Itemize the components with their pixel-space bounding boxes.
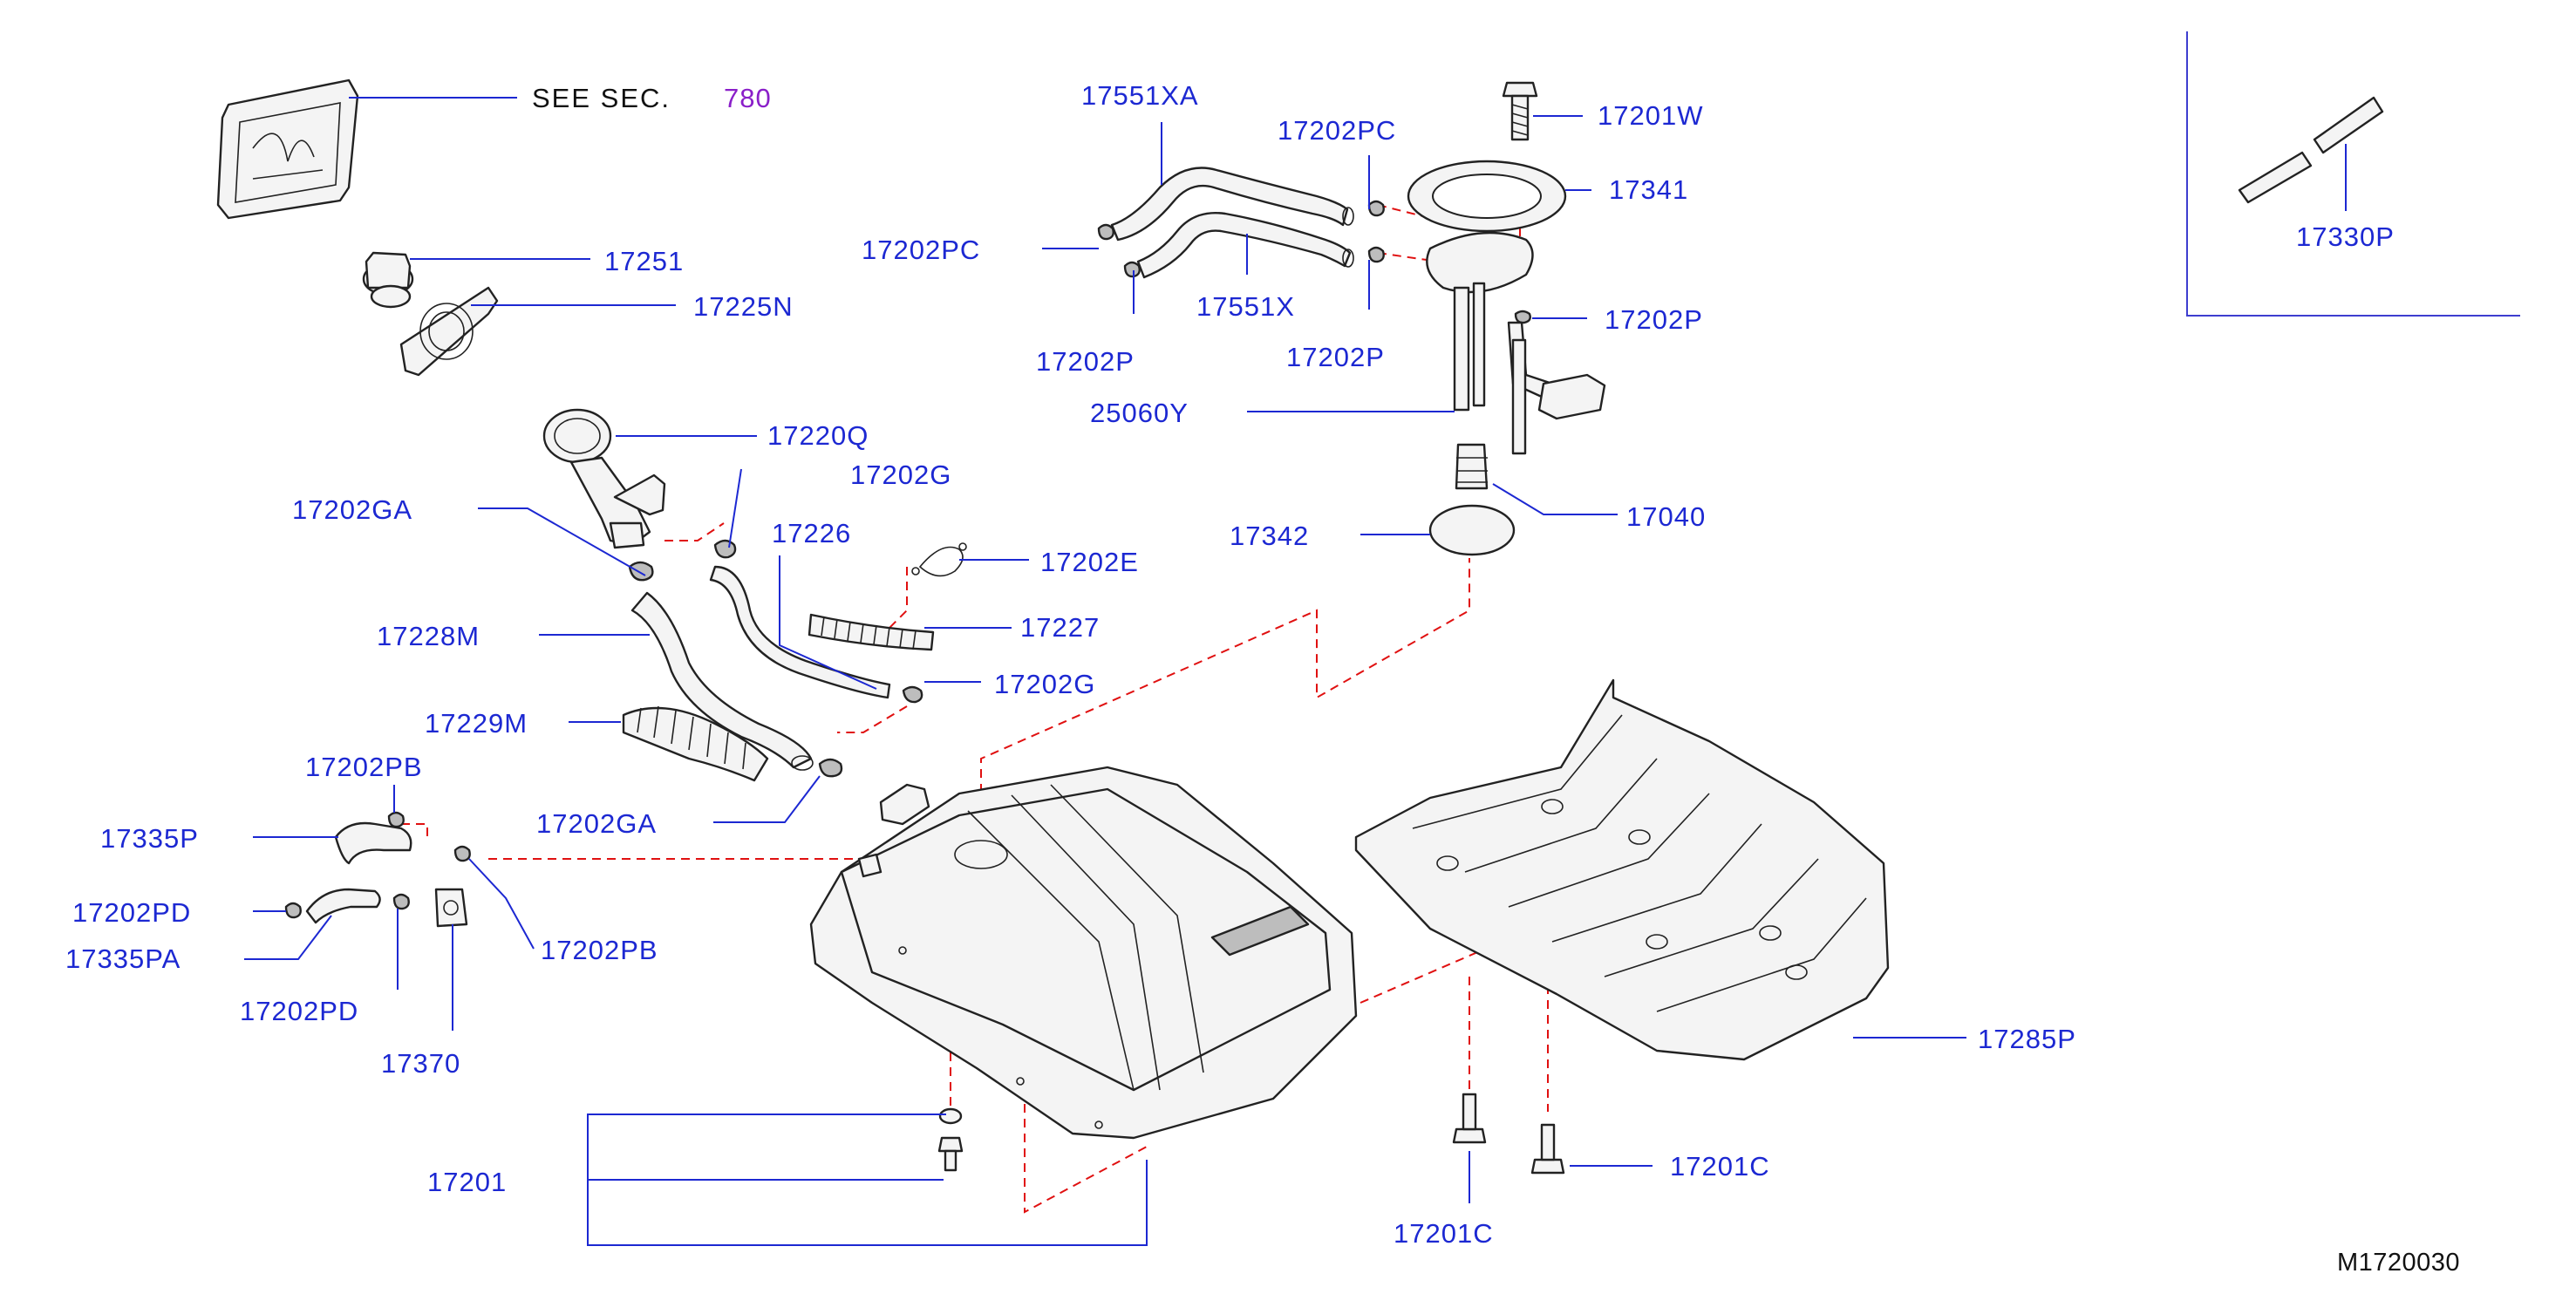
label-17202p-right[interactable]: 17202P [1605,304,1703,335]
label-17202ga-bottom[interactable]: 17202GA [536,808,657,839]
label-17202ga-top[interactable]: 17202GA [292,494,412,525]
filler-neck-part [542,408,666,549]
fuel-strainer-part [1455,443,1489,490]
label-17342[interactable]: 17342 [1230,521,1309,551]
label-17220q[interactable]: 17220Q [767,420,869,451]
fuel-cap-part [362,251,414,309]
filler-hose-part [630,591,814,771]
tube-part [2238,96,2384,204]
label-17202e[interactable]: 17202E [1040,547,1139,577]
bolt-17201w-part [1502,81,1538,141]
fuel-pump-module-part [1426,231,1606,455]
label-17202pc-left[interactable]: 17202PC [862,235,980,265]
filler-flange-part [399,286,499,377]
evap-cover-part [216,78,359,220]
label-17229m[interactable]: 17229M [425,708,528,739]
label-17201c-bottom[interactable]: 17201C [1394,1218,1494,1249]
label-17202pd-bottom[interactable]: 17202PD [240,996,358,1026]
label-17341[interactable]: 17341 [1609,174,1688,205]
label-17040[interactable]: 17040 [1626,501,1706,532]
label-17335p[interactable]: 17335P [100,823,199,854]
vent-tube-parts [305,821,468,928]
label-17202g-mid[interactable]: 17202G [994,669,1095,699]
label-17202g-top[interactable]: 17202G [850,460,951,490]
label-17202pd-left[interactable]: 17202PD [72,897,191,928]
label-17201[interactable]: 17201 [427,1167,507,1197]
label-17202p-left[interactable]: 17202P [1036,346,1135,377]
tank-bolts-part [937,1107,964,1172]
evap-hoses-part [1110,167,1354,279]
label-17251[interactable]: 17251 [604,246,684,276]
leader-lines [244,97,2347,1246]
label-17201w[interactable]: 17201W [1598,100,1703,131]
label-17202pb-bottom[interactable]: 17202PB [541,935,658,965]
label-17202pc-top[interactable]: 17202PC [1278,115,1396,146]
label-17202pb-top[interactable]: 17202PB [305,752,423,782]
label-17330p[interactable]: 17330P [2296,221,2395,252]
label-17228m[interactable]: 17228M [377,621,480,651]
drawing-code: M1720030 [2337,1249,2460,1277]
protector-bolts-part [1452,1093,1565,1175]
gasket-part [1428,504,1516,556]
clamp-parts [284,200,1531,919]
label-17201c-right[interactable]: 17201C [1670,1151,1770,1182]
label-17226[interactable]: 17226 [772,518,851,548]
label-17551xa[interactable]: 17551XA [1081,80,1199,111]
label-17202p-mid[interactable]: 17202P [1286,342,1385,372]
label-17227[interactable]: 17227 [1020,612,1100,643]
vent-hose-part [709,565,891,699]
label-17370[interactable]: 17370 [381,1048,460,1079]
label-17285p[interactable]: 17285P [1978,1024,2076,1054]
inset-frame [2186,31,2520,317]
tank-protector-part [1354,678,1890,1061]
fuel-tank-part [809,766,1358,1140]
corrugated-hose-part [808,613,935,651]
label-17335pa[interactable]: 17335PA [65,943,181,974]
label-25060y[interactable]: 25060Y [1090,398,1189,428]
label-17225n[interactable]: 17225N [693,291,794,322]
part-labels: SEE SEC. 780 17251 17225N 17551XA 17202P… [65,80,2460,1277]
label-17551x[interactable]: 17551X [1196,291,1295,322]
see-section-prefix: SEE SEC. [532,83,671,113]
wire-clip-part [911,542,967,577]
boot-part [622,705,769,782]
see-section-link[interactable]: 780 [724,83,772,113]
seal-ring-part [1407,160,1567,233]
